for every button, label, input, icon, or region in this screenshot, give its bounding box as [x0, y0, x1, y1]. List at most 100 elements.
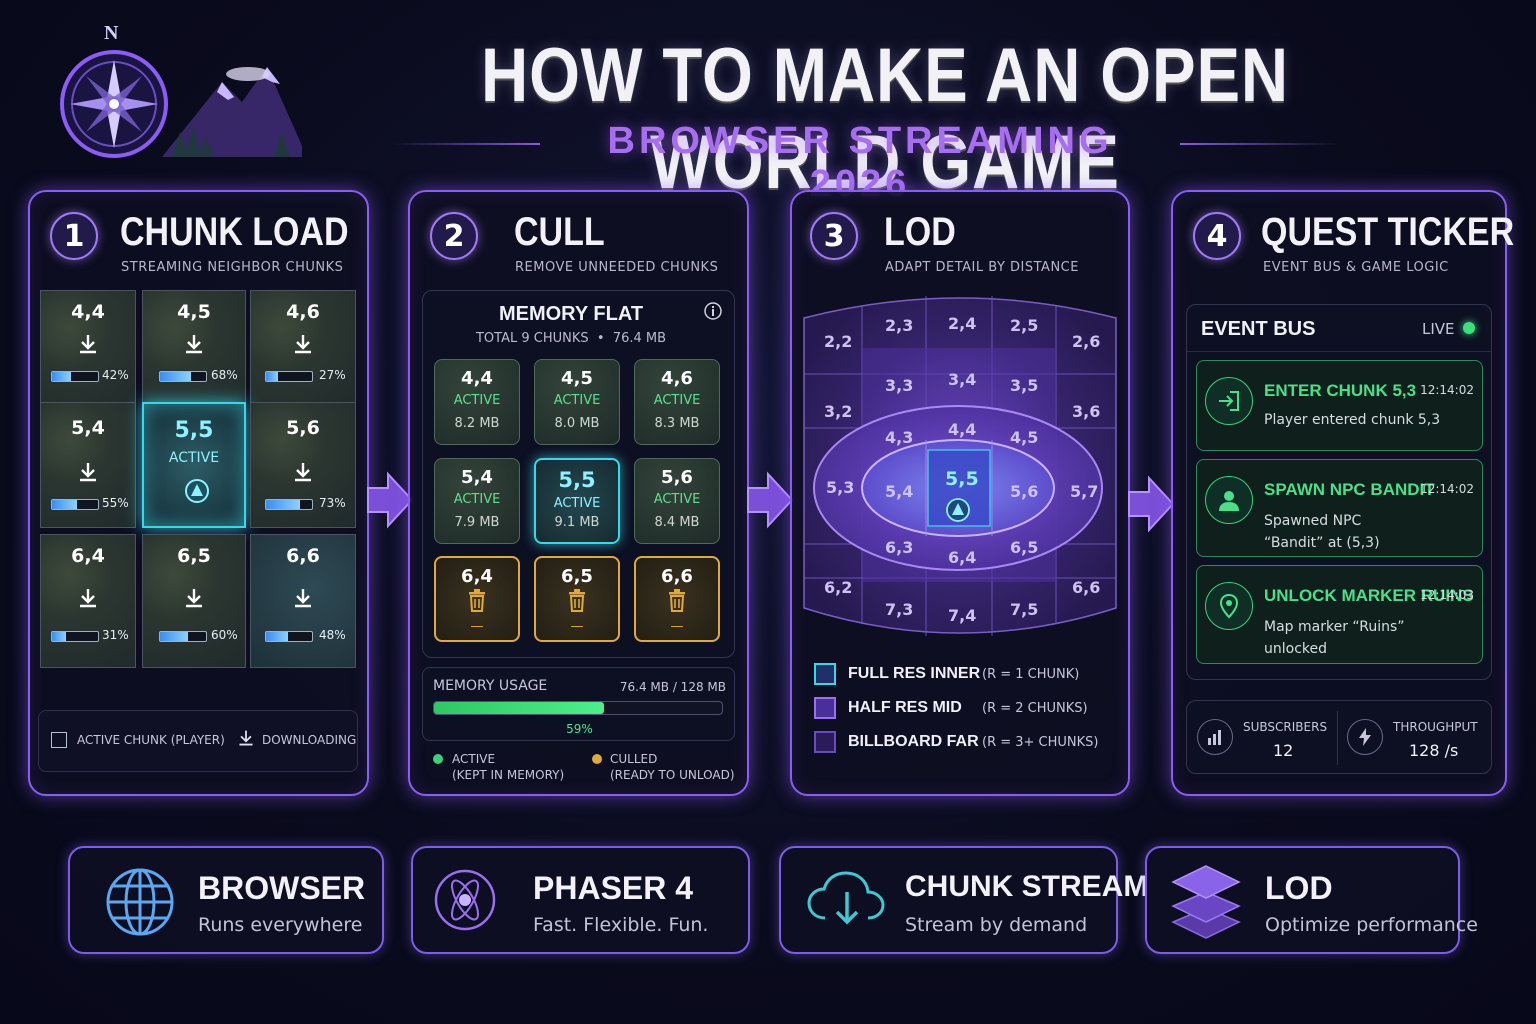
legend-billboard: BILLBOARD FAR	[848, 733, 979, 750]
download-icon	[41, 333, 135, 359]
subtitle-line-right	[1180, 143, 1340, 145]
step-number-1: 1	[50, 212, 98, 260]
feature-subtitle: Optimize performance	[1265, 914, 1478, 936]
lod-cell-label: 7,5	[1010, 600, 1039, 619]
chunk-label: 6,4	[71, 545, 105, 567]
event-card[interactable]: UNLOCK MARKER RUINS 12:14:03 Map marker …	[1196, 565, 1483, 664]
active-chunk-swatch	[51, 732, 67, 748]
cell-size: 9.1 MB	[554, 515, 600, 530]
cull-cell: 4,4 ACTIVE 8.2 MB	[434, 359, 520, 445]
cull-cell: 5,4 ACTIVE 7.9 MB	[434, 458, 520, 544]
event-desc: Spawned NPC “Bandit” at (5,3)	[1264, 513, 1380, 551]
chunk-tile: 6,5 60%	[142, 534, 246, 668]
progress-bar	[51, 631, 99, 642]
panel-subtitle: EVENT BUS & GAME LOGIC	[1263, 260, 1449, 275]
event-card[interactable]: ENTER CHUNK 5,3 12:14:02 Player entered …	[1196, 360, 1483, 451]
info-icon[interactable]	[703, 301, 723, 325]
download-icon	[143, 587, 245, 613]
cell-size: —	[670, 619, 684, 634]
progress-bar	[159, 371, 207, 382]
stats-divider	[1337, 711, 1338, 765]
panel-title: CULL	[514, 210, 605, 254]
event-bus-title: EVENT BUS	[1201, 318, 1316, 340]
event-time: 12:14:02	[1420, 482, 1474, 496]
lod-cell-label: 3,3	[885, 376, 914, 395]
event-desc: Player entered chunk 5,3	[1264, 412, 1441, 428]
lod-cell-label: 6,3	[885, 538, 914, 557]
legend-billboard-range: (R = 3+ CHUNKS)	[982, 735, 1099, 750]
panel-title: LOD	[884, 210, 956, 254]
lod-cell-label: 5,7	[1070, 482, 1099, 501]
panel-subtitle: REMOVE UNNEEDED CHUNKS	[515, 260, 719, 275]
cell-status: ACTIVE	[553, 496, 601, 511]
lod-cell-label: 4,4	[948, 420, 977, 439]
lod-cell-label: 2,5	[1010, 316, 1039, 335]
lod-cell-label: 7,4	[948, 606, 977, 625]
memory-usage-percent: 59%	[566, 722, 593, 736]
chunk-label: 4,4	[71, 301, 105, 323]
event-title: SPAWN NPC BANDIT	[1264, 480, 1435, 499]
lod-cell-label: 6,6	[1072, 578, 1101, 597]
cell-status: ACTIVE	[653, 492, 701, 507]
cell-label: 4,5	[561, 368, 593, 389]
lightning-icon	[1347, 719, 1383, 755]
active-chunk-tile[interactable]: 5,5 ACTIVE	[142, 402, 246, 528]
cull-cell: 5,6 ACTIVE 8.4 MB	[634, 458, 720, 544]
culled-dot	[592, 754, 602, 764]
lod-cell-label: 3,5	[1010, 376, 1039, 395]
cell-label: 4,6	[661, 368, 693, 389]
feature-card-lod: LOD Optimize performance	[1145, 846, 1478, 954]
lod-cell-label: 4,5	[1010, 428, 1039, 447]
legend-full-res: FULL RES INNER	[848, 665, 981, 682]
lod-cell-label: 3,4	[948, 370, 977, 389]
memory-usage-bar	[433, 701, 723, 715]
event-time: 12:14:02	[1420, 383, 1474, 397]
step-number-2: 2	[430, 212, 478, 260]
chunk-label: 5,6	[286, 417, 320, 439]
enter-icon	[1205, 377, 1253, 425]
chunk-tile: 6,6 48%	[250, 534, 356, 668]
cull-cell-culled: 6,6 —	[634, 556, 720, 642]
cloud-download-icon	[805, 868, 889, 938]
progress-bar	[51, 499, 99, 510]
feature-title: BROWSER	[198, 870, 366, 906]
cell-status: ACTIVE	[453, 492, 501, 507]
chunk-label: 5,5	[174, 418, 214, 443]
panel-title: QUEST TICKER	[1261, 210, 1515, 254]
layers-icon	[1169, 862, 1243, 946]
lod-cell-label: 6,4	[948, 548, 977, 567]
player-marker-icon	[184, 478, 210, 508]
cell-size: 7.9 MB	[454, 515, 500, 530]
lod-cell-label: 5,4	[885, 482, 914, 501]
subscribers-value: 12	[1273, 741, 1294, 760]
progress-percent: 60%	[211, 628, 238, 642]
chunk-label: 4,5	[177, 301, 211, 323]
bar-chart-icon	[1197, 719, 1233, 755]
download-icon	[41, 461, 135, 487]
throughput-value: 128 /s	[1409, 741, 1459, 760]
chunk-label: 5,4	[71, 417, 105, 439]
trash-icon	[536, 587, 618, 617]
cell-status: ACTIVE	[653, 393, 701, 408]
lod-legend: FULL RES INNER (R = 1 CHUNK) HALF RES MI…	[812, 660, 1112, 760]
chunk-tile: 4,5 68%	[142, 290, 246, 414]
full-res-swatch	[814, 663, 836, 685]
memory-usage-box: MEMORY USAGE 76.4 MB / 128 MB 59%	[422, 667, 735, 741]
progress-bar	[265, 499, 313, 510]
cell-label: 5,6	[661, 467, 693, 488]
progress-percent: 42%	[102, 368, 129, 382]
chunk-tile: 5,6 73%	[250, 402, 356, 528]
event-title: UNLOCK MARKER RUINS	[1264, 586, 1474, 605]
event-card[interactable]: SPAWN NPC BANDIT 12:14:02 Spawned NPC “B…	[1196, 459, 1483, 557]
chunk-tile: 5,4 55%	[40, 402, 136, 528]
progress-percent: 31%	[102, 628, 129, 642]
cull-cell-active: 5,5 ACTIVE 9.1 MB	[534, 458, 620, 544]
live-label: LIVE	[1422, 320, 1455, 338]
memory-usage-label: MEMORY USAGE	[433, 678, 548, 694]
cull-cell: 4,5 ACTIVE 8.0 MB	[534, 359, 620, 445]
cell-size: 8.2 MB	[454, 416, 500, 431]
feature-title: PHASER 4	[533, 870, 694, 906]
memory-usage-value: 76.4 MB / 128 MB	[619, 680, 726, 694]
chunk-label: 6,5	[177, 545, 211, 567]
feature-subtitle: Runs everywhere	[198, 914, 363, 936]
